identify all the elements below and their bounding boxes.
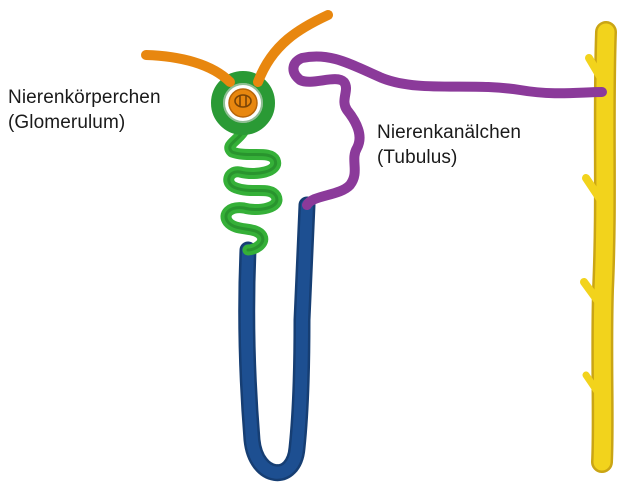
afferent-arteriole bbox=[146, 55, 230, 82]
label-nierenkanaelchen: Nierenkanälchen (Tubulus) bbox=[377, 120, 521, 170]
label-nierenkanaelchen-line1: Nierenkanälchen bbox=[377, 120, 521, 145]
label-nierenkoerperchen: Nierenkörperchen (Glomerulum) bbox=[8, 85, 161, 135]
label-nierenkoerperchen-line2: (Glomerulum) bbox=[8, 110, 161, 135]
glomerulus-tuft bbox=[229, 89, 257, 117]
label-nierenkanaelchen-line2: (Tubulus) bbox=[377, 145, 521, 170]
glomerulus-tuft-ball bbox=[229, 89, 257, 117]
label-nierenkoerperchen-line1: Nierenkörperchen bbox=[8, 85, 161, 110]
proximal-tubule bbox=[226, 132, 277, 250]
